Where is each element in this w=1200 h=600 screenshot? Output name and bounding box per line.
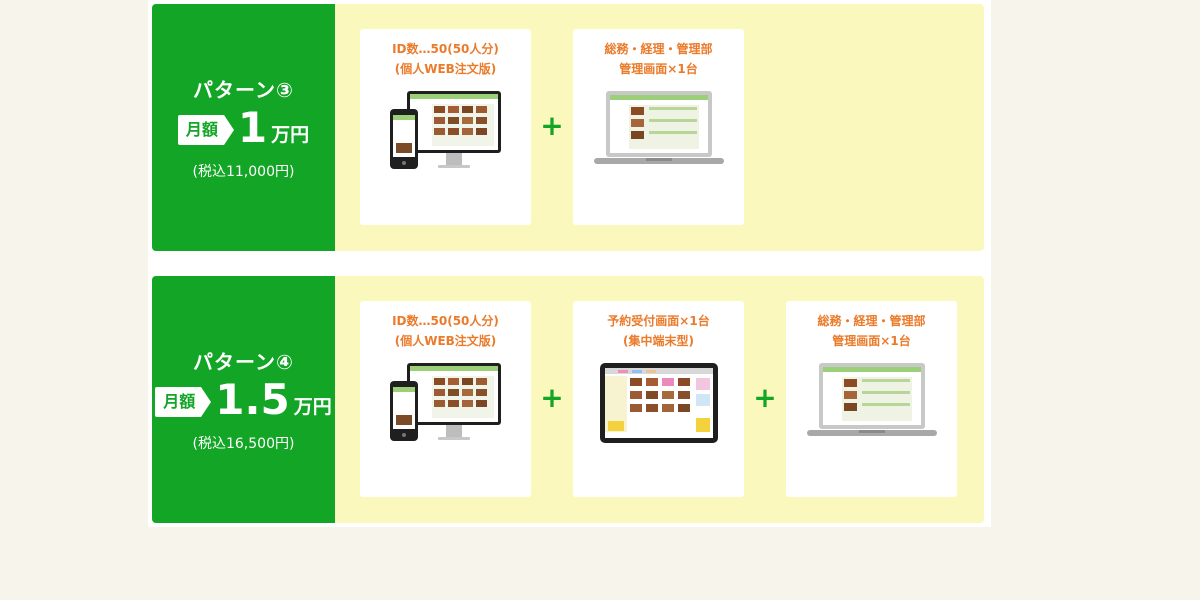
plan-items: ID数…50(50人分) (個人WEB注文版) (335, 276, 984, 523)
laptop-icon (786, 363, 957, 441)
item-title-line: ID数…50(50人分) (392, 42, 499, 56)
item-title: 総務・経理・管理部 管理画面×1台 (573, 39, 744, 79)
price-unit: 万円 (293, 396, 332, 418)
plan-name: パターン③ (193, 78, 294, 102)
plan-item-card: 予約受付画面×1台 (集中端末型) (573, 301, 744, 497)
item-title-line: 管理画面×1台 (832, 334, 911, 348)
phone-and-monitor-icon (360, 91, 531, 173)
plus-icon: + (753, 381, 777, 414)
plan-name: パターン④ (193, 350, 294, 374)
item-title-line: (集中端末型) (623, 334, 694, 348)
tax-included-note: (税込16,500円) (192, 436, 295, 452)
plan-pattern-4: パターン④ 月額 1.5 万円 (税込16,500円) ID数…50(50人分)… (152, 276, 984, 523)
price-row: 月額 1.5 万円 (155, 375, 332, 424)
plan-item-card: ID数…50(50人分) (個人WEB注文版) (360, 29, 531, 225)
item-title-line: (個人WEB注文版) (394, 62, 497, 76)
plan-summary: パターン④ 月額 1.5 万円 (税込16,500円) (152, 276, 335, 523)
plan-item-card: 総務・経理・管理部 管理画面×1台 (786, 301, 957, 497)
plan-pattern-3: パターン③ 月額 1 万円 (税込11,000円) ID数…50(50人分) (… (152, 4, 984, 251)
tax-included-note: (税込11,000円) (192, 164, 295, 180)
tablet-icon (573, 363, 744, 443)
price-row: 月額 1 万円 (177, 103, 310, 152)
price-unit: 万円 (271, 124, 310, 146)
item-title: 予約受付画面×1台 (集中端末型) (573, 311, 744, 351)
laptop-icon (573, 91, 744, 169)
plan-item-card: ID数…50(50人分) (個人WEB注文版) (360, 301, 531, 497)
plus-icon: + (540, 381, 564, 414)
item-title-line: (個人WEB注文版) (394, 334, 497, 348)
item-title-line: ID数…50(50人分) (392, 314, 499, 328)
plus-icon: + (540, 109, 564, 142)
plan-summary: パターン③ 月額 1 万円 (税込11,000円) (152, 4, 335, 251)
item-title: ID数…50(50人分) (個人WEB注文版) (360, 39, 531, 79)
item-title: 総務・経理・管理部 管理画面×1台 (786, 311, 957, 351)
item-title-line: 総務・経理・管理部 (604, 42, 713, 56)
item-title-line: 予約受付画面×1台 (607, 314, 710, 328)
item-title-line: 総務・経理・管理部 (817, 314, 926, 328)
price-value: 1.5 (215, 375, 290, 424)
monthly-badge: 月額 (177, 115, 234, 145)
plan-items: ID数…50(50人分) (個人WEB注文版) (335, 4, 984, 251)
price-value: 1 (237, 103, 268, 152)
phone-and-monitor-icon (360, 363, 531, 445)
item-title-line: 管理画面×1台 (619, 62, 698, 76)
item-title: ID数…50(50人分) (個人WEB注文版) (360, 311, 531, 351)
monthly-badge: 月額 (155, 387, 212, 417)
plan-item-card: 総務・経理・管理部 管理画面×1台 (573, 29, 744, 225)
